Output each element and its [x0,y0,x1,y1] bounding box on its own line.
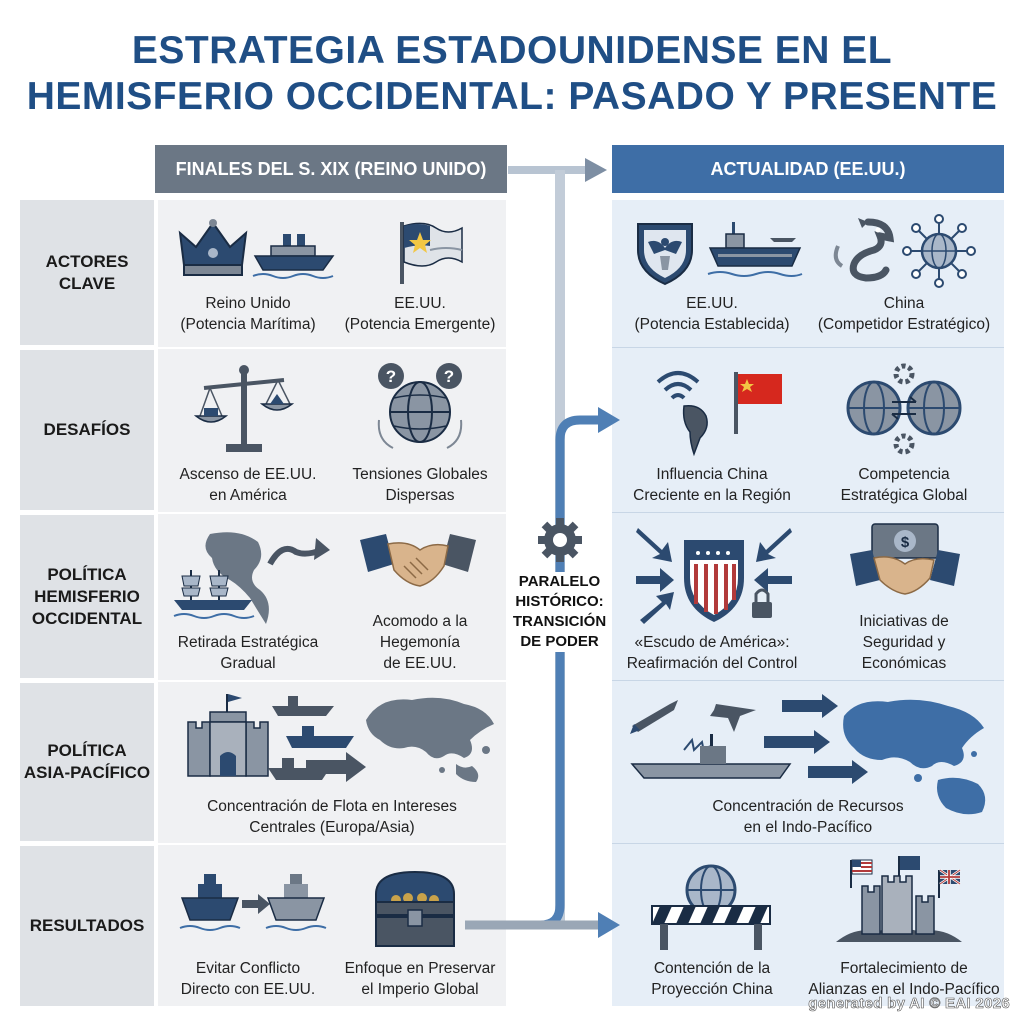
caption-ascenso-eeuu: Ascenso de EE.UU.en América [179,466,317,504]
sailing-ships-icon [173,570,255,619]
handshake-icon [360,534,476,587]
center-label: PARALELO HISTÓRICO: TRANSICIÓN DE PODER [512,572,607,652]
shield-arrows-icon [636,528,792,624]
barrier-globe-icon [651,864,771,950]
row-divider [612,512,1004,513]
row-label-desafios: DESAFÍOS [20,350,154,510]
caption-eeuu-emergente: EE.UU.(Potencia Emergente) [344,295,496,333]
svg-text:$: $ [901,534,910,551]
caption-reino-unido: Reino Unido(Potencia Marítima) [180,295,316,333]
row-divider [612,843,1004,844]
row-label-resultados: RESULTADOS [20,846,154,1006]
americas-map-icon [205,532,330,624]
question-globe-icon: ? ? [377,363,463,449]
caption-china-competidor: China(Competidor Estratégico) [817,295,991,333]
allied-fortress-icon [836,856,962,942]
row-divider [612,347,1004,348]
dragon-icon [833,218,895,282]
page-title: ESTRATEGIA ESTADOUNIDENSE EN EL HEMISFER… [0,28,1024,120]
right-arrow-icon [306,752,366,782]
caption-eeuu-establecida: EE.UU.(Potencia Establecida) [634,295,790,333]
balance-scale-icon [193,365,295,452]
indo-pacific-map-icon [764,694,986,815]
row-divider [158,347,506,349]
signal-americas-icon [656,371,708,457]
china-flag-icon [734,372,782,434]
castle-icon [187,694,269,777]
caption-escudo-america: «Escudo de América»:Reafirmación del Con… [626,634,798,672]
header-past: FINALES DEL S. XIX (REINO UNIDO) [155,145,507,193]
us-flag-icon [400,222,463,284]
money-handshake-icon: $ [850,523,960,595]
watermark: generated by AI © EAI 2026 [808,995,1010,1013]
network-globe-icon [902,214,976,288]
missile-jet-destroyer-icon [630,700,792,779]
twin-globes-gears-icon [846,363,962,455]
title-line-1: ESTRATEGIA ESTADOUNIDENSE EN EL [131,29,893,72]
steamship-icon [252,234,335,279]
svg-text:?: ? [386,367,396,386]
title-line-2: HEMISFERIO OCCIDENTAL: PASADO Y PRESENTE [26,75,998,118]
svg-text:?: ? [444,367,454,386]
crown-icon [178,219,248,276]
row-divider [612,680,1004,681]
row-divider [158,680,506,682]
aircraft-carrier-icon [707,222,803,277]
ships-arrow-icon [179,874,327,931]
eagle-shield-icon [637,223,693,286]
header-present: ACTUALIDAD (EE.UU.) [612,145,1004,193]
asia-map-icon [366,697,494,782]
row-divider [158,512,506,514]
row-divider [158,843,506,845]
treasure-chest-icon [375,870,455,947]
